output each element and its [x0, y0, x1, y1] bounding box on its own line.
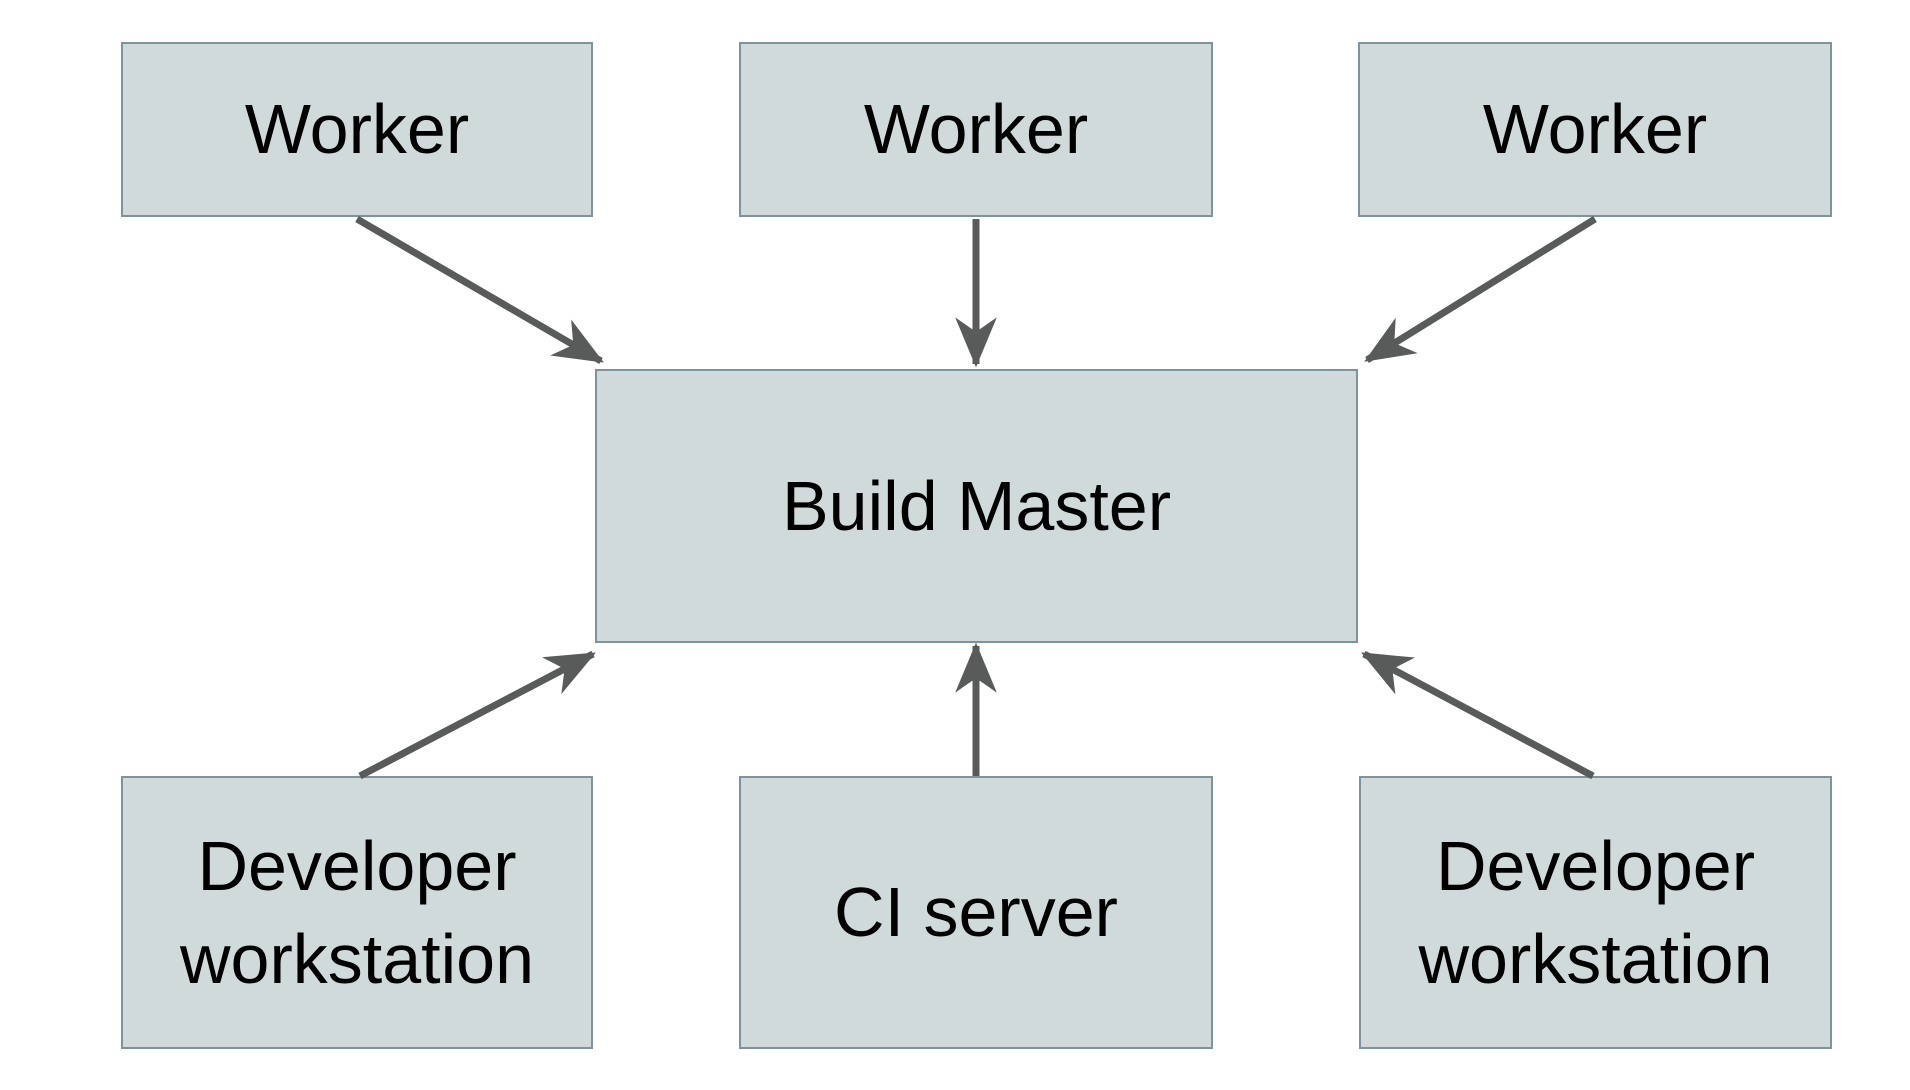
- node-developer-workstation-1: Developer workstation: [121, 776, 593, 1049]
- node-worker-1-label: Worker: [244, 90, 470, 169]
- arrow-developer-workstation-2-to-build-master: [1361, 650, 1595, 780]
- node-worker-2-label: Worker: [863, 90, 1089, 169]
- node-developer-workstation-2-label: Developer workstation: [1418, 827, 1773, 998]
- node-build-master-label: Build Master: [781, 466, 1172, 545]
- node-worker-3-label: Worker: [1482, 90, 1708, 169]
- arrow-developer-workstation-1-to-build-master: [358, 650, 596, 780]
- node-worker-2: Worker: [739, 42, 1213, 217]
- node-worker-3: Worker: [1358, 42, 1832, 217]
- arrow-worker-1-to-build-master: [355, 215, 604, 365]
- node-ci-server-label: CI server: [834, 873, 1118, 952]
- node-developer-workstation-2: Developer workstation: [1359, 776, 1832, 1049]
- node-worker-1: Worker: [121, 42, 593, 217]
- node-build-master: Build Master: [595, 369, 1358, 643]
- arrow-worker-3-to-build-master: [1364, 216, 1597, 363]
- node-developer-workstation-1-label: Developer workstation: [179, 827, 535, 998]
- node-ci-server: CI server: [739, 776, 1213, 1049]
